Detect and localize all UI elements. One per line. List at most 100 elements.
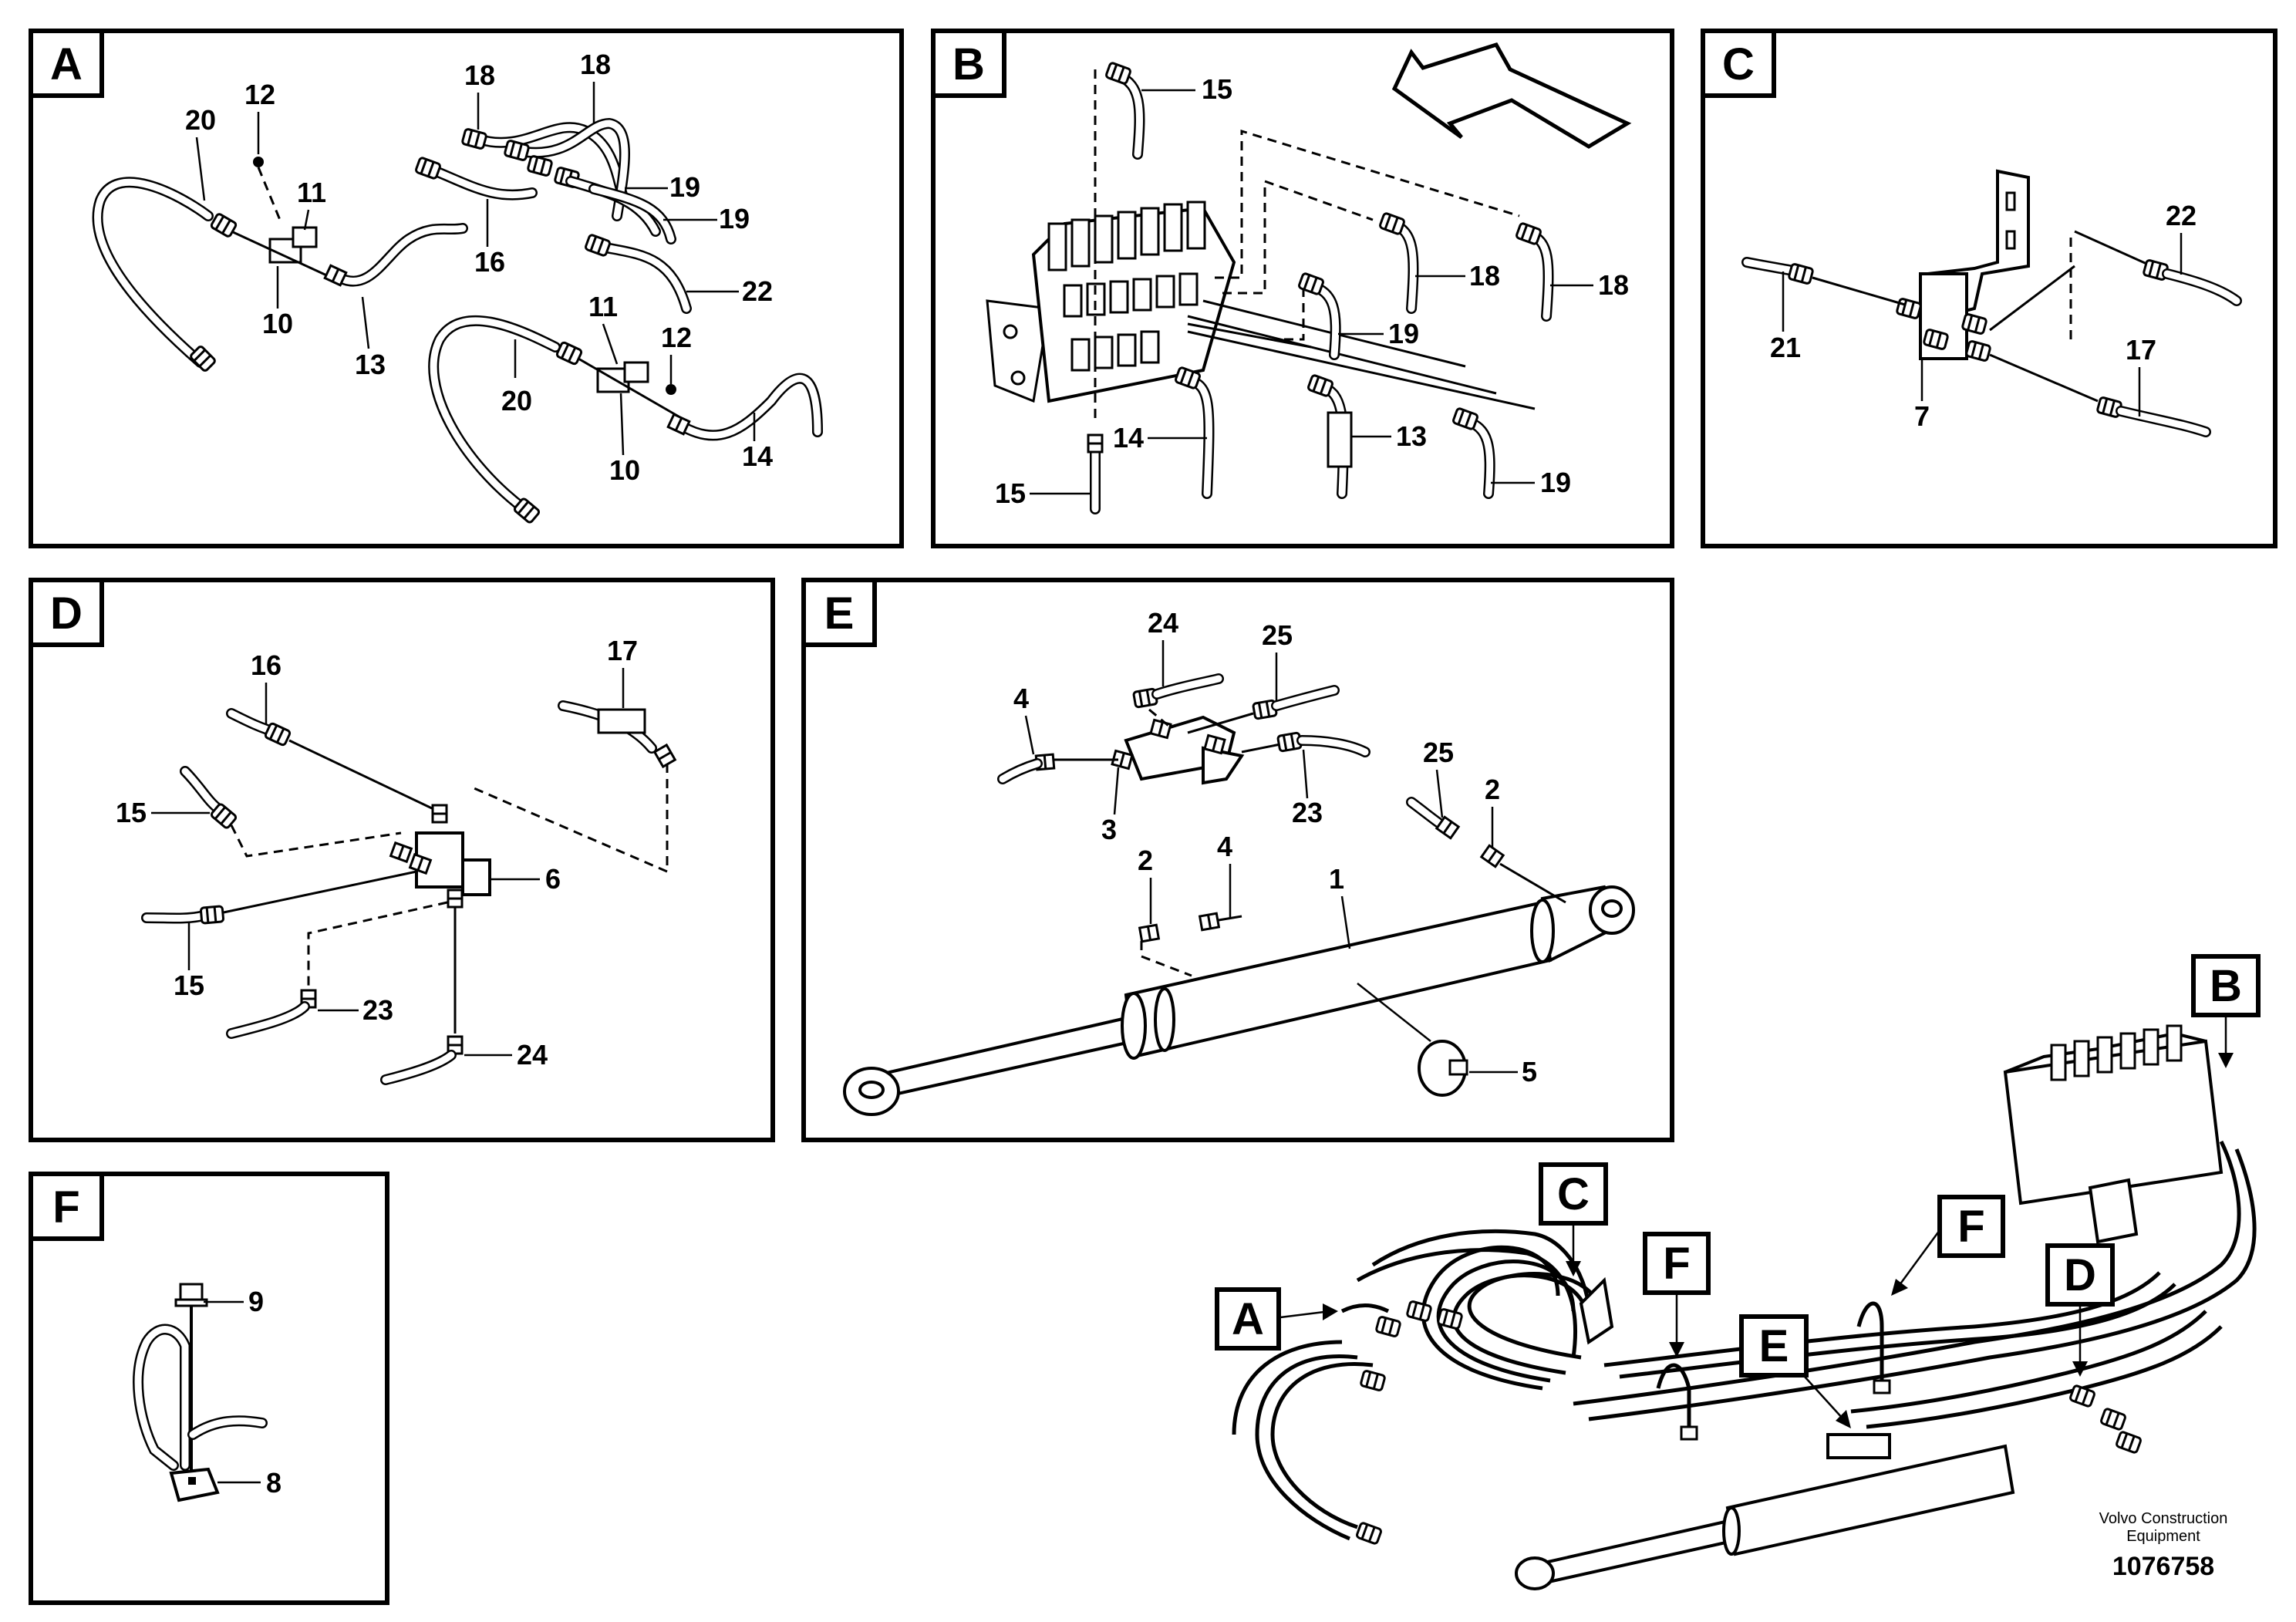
clamp-11-upper xyxy=(292,226,318,248)
panel-d-letter: D xyxy=(50,588,83,639)
panel-b: B xyxy=(931,29,1674,548)
valve-block-3 xyxy=(1111,715,1245,785)
hydraulic-cylinder-1 xyxy=(843,885,1635,1116)
callout-a-22: 22 xyxy=(742,275,773,307)
callout-d-6: 6 xyxy=(545,863,561,895)
panel-e: E xyxy=(801,578,1674,1142)
panel-a-letter-box xyxy=(29,29,104,98)
panel-d: D xyxy=(29,578,775,1142)
brand-line-1: Volvo Construction xyxy=(2099,1510,2228,1527)
callout-f-8: 8 xyxy=(266,1467,282,1499)
callout-a-10-upper: 10 xyxy=(262,308,293,339)
callout-e-3: 3 xyxy=(1101,814,1117,845)
panel-a-letter: A xyxy=(50,39,83,89)
callout-e-2-right: 2 xyxy=(1485,774,1500,805)
callout-a-18-a: 18 xyxy=(464,59,495,91)
overview-valve-block xyxy=(2003,1024,2224,1244)
callout-f-9: 9 xyxy=(248,1286,264,1317)
svg-text:C: C xyxy=(1557,1169,1590,1219)
callout-a-20-lower: 20 xyxy=(501,385,532,416)
overview-label-c: C xyxy=(1539,1162,1608,1276)
callout-d-23: 23 xyxy=(362,994,393,1026)
callout-e-24: 24 xyxy=(1148,607,1178,639)
callout-a-12-lower: 12 xyxy=(661,322,692,353)
panel-f-frame xyxy=(29,1172,389,1605)
callout-c-17: 17 xyxy=(2126,334,2156,366)
svg-text:F: F xyxy=(1957,1202,1984,1252)
clamp-5 xyxy=(1418,1040,1468,1097)
callout-b-19-a: 19 xyxy=(1388,318,1419,349)
callout-e-4-lower: 4 xyxy=(1217,831,1232,862)
callout-b-15-top: 15 xyxy=(1202,73,1232,105)
callout-e-25: 25 xyxy=(1262,619,1293,651)
callout-b-15-bottom: 15 xyxy=(995,477,1026,509)
callout-e-2-lower: 2 xyxy=(1138,845,1153,876)
callout-e-4-upper: 4 xyxy=(1013,683,1029,714)
callout-d-24: 24 xyxy=(517,1039,548,1071)
callout-e-5: 5 xyxy=(1522,1056,1537,1088)
svg-text:D: D xyxy=(2064,1250,2096,1300)
callout-a-20-upper: 20 xyxy=(185,104,216,136)
control-valve-block xyxy=(986,201,1236,403)
callout-c-21: 21 xyxy=(1770,332,1801,363)
panel-d-letter-box xyxy=(29,578,104,647)
callout-d-17: 17 xyxy=(607,635,638,666)
panel-c-letter-box xyxy=(1701,29,1776,98)
overview-label-b: B xyxy=(2191,954,2261,1068)
panel-c-letter: C xyxy=(1722,39,1755,89)
callout-a-19-b: 19 xyxy=(719,203,750,234)
callout-a-18-b: 18 xyxy=(580,49,611,80)
overview-label-e: E xyxy=(1739,1314,1851,1428)
callout-b-18-b: 18 xyxy=(1598,269,1629,301)
panel-e-letter-box xyxy=(801,578,877,647)
callout-e-1: 1 xyxy=(1329,863,1344,895)
callout-b-14: 14 xyxy=(1113,422,1144,454)
callout-c-22: 22 xyxy=(2166,200,2197,231)
callout-e-23: 23 xyxy=(1292,797,1323,828)
svg-text:E: E xyxy=(1759,1321,1789,1371)
bolt-12-lower xyxy=(666,384,676,395)
callout-a-19-a: 19 xyxy=(669,171,700,203)
panel-f-letter: F xyxy=(52,1182,79,1233)
callout-b-13: 13 xyxy=(1396,420,1427,452)
clamp-11-lower xyxy=(623,361,649,383)
direction-arrow xyxy=(1391,42,1632,149)
callout-b-18-a: 18 xyxy=(1469,260,1500,292)
callout-b-19-b: 19 xyxy=(1540,467,1571,498)
callout-c-7: 7 xyxy=(1914,400,1930,432)
valve-6 xyxy=(389,804,491,909)
callout-a-13: 13 xyxy=(355,349,386,380)
panel-e-frame xyxy=(801,578,1674,1142)
panel-c: C 22 21 17 7 xyxy=(1701,29,2277,548)
panel-f: F 9 8 xyxy=(29,1172,389,1605)
overview-label-f-right: F xyxy=(1891,1195,2005,1296)
svg-text:F: F xyxy=(1663,1239,1690,1289)
callout-d-15-upper: 15 xyxy=(116,797,147,828)
callout-e-25-lower: 25 xyxy=(1423,737,1454,768)
callout-a-14: 14 xyxy=(742,440,773,472)
overview-label-f-left: F xyxy=(1643,1232,1711,1357)
svg-text:A: A xyxy=(1232,1294,1264,1344)
callout-d-16: 16 xyxy=(251,649,282,681)
panel-f-letter-box xyxy=(29,1172,104,1241)
callout-a-11-upper: 11 xyxy=(297,177,326,208)
panel-a: A xyxy=(29,29,904,548)
callout-a-10-lower: 10 xyxy=(609,454,640,486)
document-number: 1076758 xyxy=(2112,1552,2214,1581)
panel-e-letter: E xyxy=(824,588,855,639)
panel-b-letter-box xyxy=(931,29,1006,98)
callout-a-16: 16 xyxy=(474,246,505,278)
overview-label-d: D xyxy=(2045,1243,2115,1377)
callout-a-11-lower: 11 xyxy=(588,291,618,322)
callout-a-12-upper: 12 xyxy=(244,79,275,110)
svg-text:B: B xyxy=(2210,961,2242,1011)
panel-b-letter: B xyxy=(952,39,985,89)
callout-d-15-lower: 15 xyxy=(174,969,204,1001)
bolt-12-upper xyxy=(253,157,264,167)
machine-overview: A C F F B D xyxy=(1215,954,2261,1590)
panel-a-frame xyxy=(29,29,904,548)
brand-line-2: Equipment xyxy=(2126,1528,2200,1545)
panel-c-frame xyxy=(1701,29,2277,548)
overview-cylinder xyxy=(1515,1444,2015,1590)
